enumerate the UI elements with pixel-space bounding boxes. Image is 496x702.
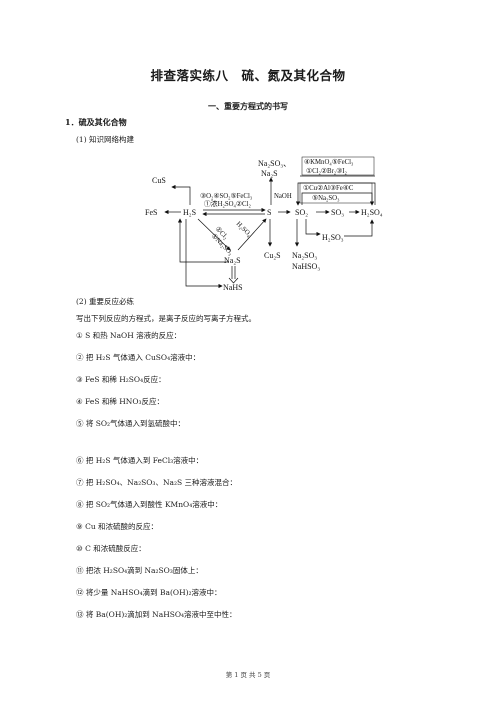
node-nahso3: NaHSO₃ [292,262,320,271]
node-so3: SO₃ [331,208,344,217]
subsection-heading: 1．硫及其化合物 [65,117,127,127]
subheading-reactions: (2) 重要反应必练 [76,297,135,306]
question-6: ⑥ 把 H₂S 气体通入到 FeCl₃溶液中： [76,456,204,465]
page-footer: 第 1 页 共 5 页 [225,671,271,679]
page-title: 排查落实练八 硫、氮及其化合物 [150,68,346,83]
label-top-right-1: ④KMnO₄⑤FeCl₃ [304,158,354,166]
label-oxidants-1: ③O₂④SO₂⑤FeCl₃ [200,192,253,200]
instructions: 写出下列反应的方程式，是离子反应的写离子方程式。 [76,314,256,323]
node-fes: FeS [145,208,157,217]
label-mid-right-2: ⑤Na₂SO₃ [312,194,340,202]
question-5: ⑤ 将 SO₂气体通入到氢硫酸中： [76,419,186,428]
node-top-na2so3: Na₂SO₃、 [258,159,291,168]
question-3: ③ FeS 和稀 H₂SO₄反应： [76,375,166,384]
label-naoh: NaOH [274,193,292,200]
node-h2s: H₂S [183,208,196,217]
node-cus: CuS [152,176,166,185]
node-nahs: NaHS [223,283,243,292]
arrow-h2s-na2s [197,218,231,251]
section-heading: 一、重要方程式的书写 [208,101,288,111]
label-mid-right-1: ①Cu②Al③Fe④C [303,184,354,192]
question-4: ④ FeS 和稀 HNO₃反应： [76,397,165,406]
node-cu2s: Cu₂S [264,251,281,260]
node-na2so3: Na₂SO₃ [292,251,317,260]
question-12: ⑫ 将少量 NaHSO₄滴到 Ba(OH)₂溶液中： [76,588,222,597]
question-2: ② 把 H₂S 气体通入 CuSO₄溶液中： [76,353,201,362]
node-h2so3: H₂SO₃ [322,233,344,242]
question-7: ⑦ 把 H₂SO₄、Na₂SO₃、Na₂S 三种溶液混合： [76,478,238,487]
node-na2s: Na₂S [224,256,241,265]
arrow-h2s-cus [171,184,191,205]
node-s: S [267,208,271,217]
arrow-so2-h2so3 [305,219,321,237]
question-1: ① S 和热 NaOH 溶液的反应： [76,331,182,340]
question-8: ⑧ 把 SO₂气体通入到酸性 KMnO₄溶液中： [76,500,223,509]
arrow-na2s-s [237,218,267,251]
question-10: ⑩ C 和浓硫酸反应： [76,544,146,553]
node-so2: SO₂ [295,208,308,217]
subheading-network: (1) 知识网络构建 [76,135,135,144]
arrow-na2s-h2s-loop [177,218,228,263]
arrow-h2so3-h2so4 [344,219,375,237]
label-oxidants-2: ①浓H₂SO₄②Cl₂ [204,199,251,208]
node-top-na2s: Na₂S [261,169,278,178]
question-13: ⑬ 将 Ba(OH)₂滴加到 NaHSO₄溶液中至中性： [76,610,237,619]
node-h2so4: H₂SO₄ [361,208,383,217]
arrow-h2s-nahs [185,219,223,289]
question-11: ⑪ 把浓 H₂SO₄滴到 Na₂SO₃固体上： [76,566,203,575]
label-top-right-2: ①Cl₂②Br₂③I₂ [306,167,347,175]
question-9: ⑨ Cu 和浓硫酸的反应： [76,522,159,531]
